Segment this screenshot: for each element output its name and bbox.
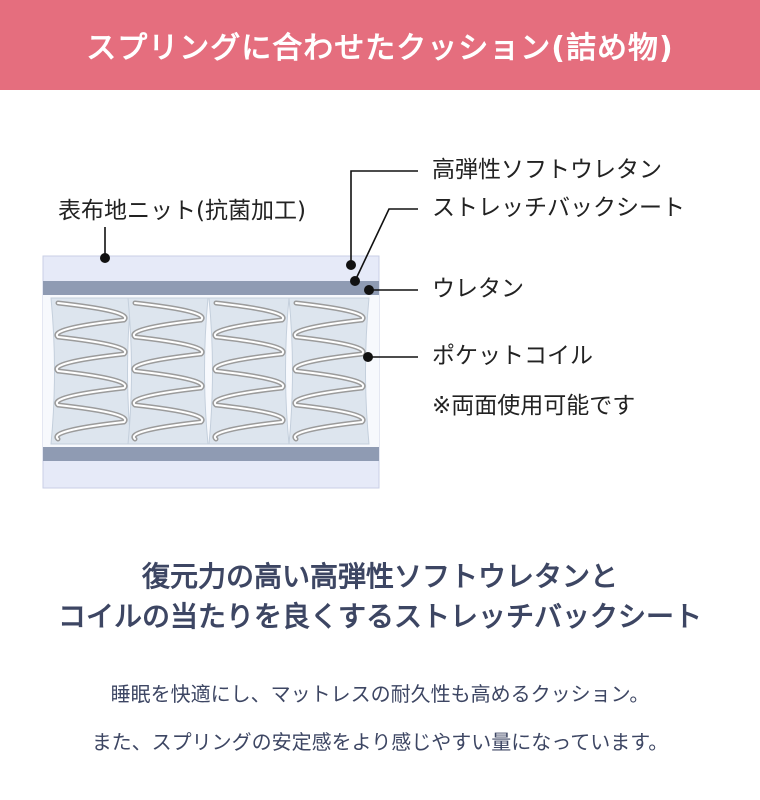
top-urethane-layer — [43, 281, 379, 295]
pocket-coil-highlight — [293, 302, 365, 440]
description-line-1: 睡眠を快適にし、マットレスの耐久性も高めるクッション。 — [110, 682, 650, 706]
soft-urethane-leader — [350, 170, 418, 265]
mattress-cross-section — [42, 170, 418, 489]
headline-line-2: コイルの当たりを良くするストレッチバックシート — [57, 600, 702, 633]
label-pocket-coil: ポケットコイル — [432, 343, 593, 369]
label-reversible-note: ※両面使用可能です — [432, 393, 636, 419]
header-banner: スプリングに合わせたクッション(詰め物) — [0, 0, 760, 90]
description-line-2: また、スプリングの安定感をより感じやすい量になっています。 — [91, 730, 669, 754]
label-cover: 表布地ニット(抗菌加工) — [58, 198, 306, 224]
stretch-sheet-leader — [354, 208, 418, 282]
bottom-urethane-layer — [43, 447, 379, 461]
label-soft-urethane: 高弾性ソフトウレタン — [432, 157, 662, 183]
label-urethane: ウレタン — [432, 276, 524, 302]
header-title: スプリングに合わせたクッション(詰め物) — [86, 31, 674, 66]
pocket-coil-highlight — [55, 302, 127, 440]
mattress-diagram: 表布地ニット(抗菌加工) 高弾性ソフトウレタン ストレッチバックシート ウレタン… — [0, 90, 760, 530]
pocket-coil-highlight — [213, 302, 285, 440]
label-stretch-sheet: ストレッチバックシート — [432, 195, 685, 221]
pocket-coils — [50, 297, 370, 445]
headline-line-1: 復元力の高い高弾性ソフトウレタンと — [141, 560, 618, 593]
pocket-coil-highlight — [132, 302, 204, 440]
